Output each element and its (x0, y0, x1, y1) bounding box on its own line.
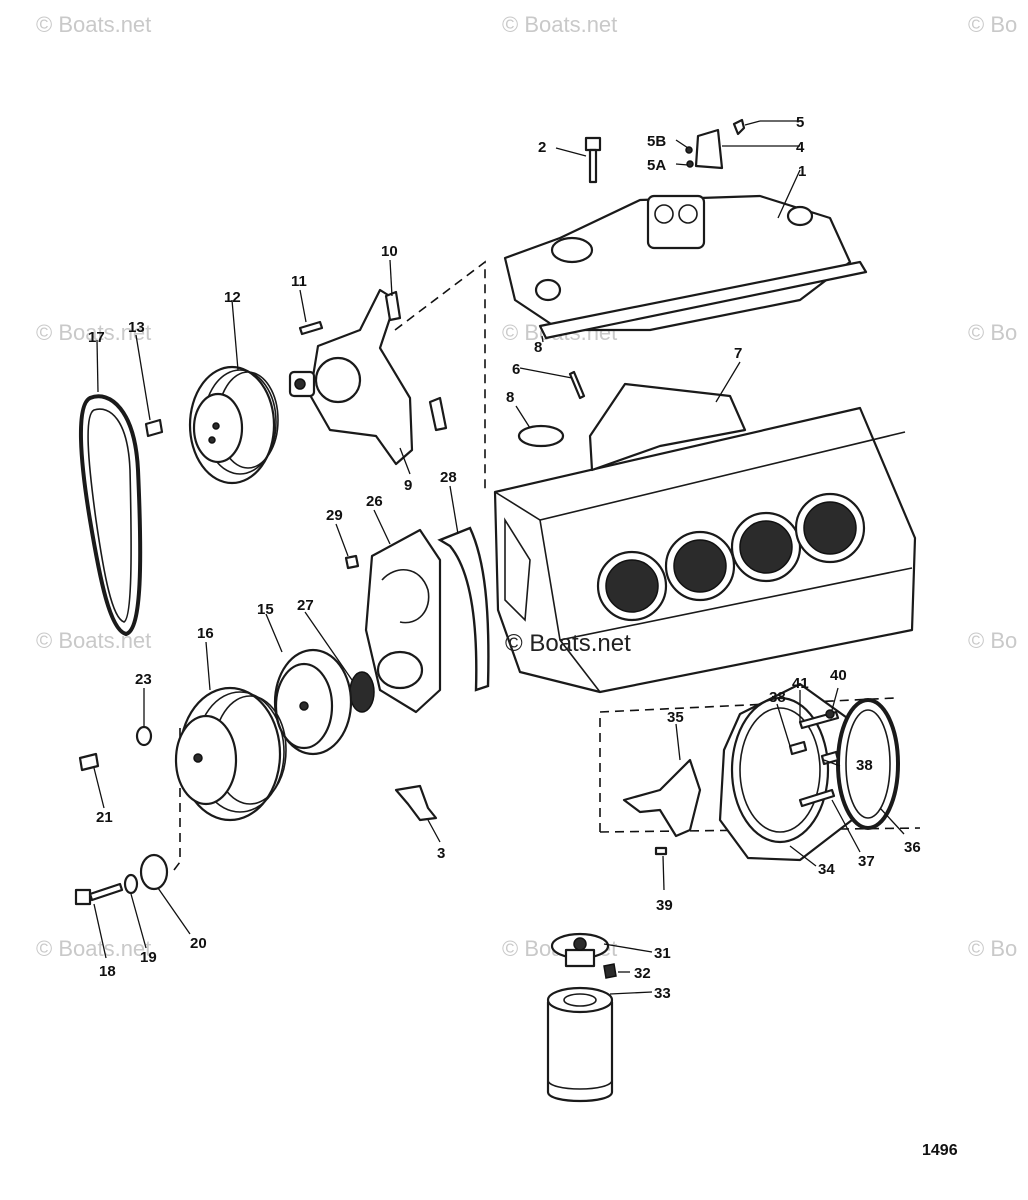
callout-38: 38 (856, 757, 873, 774)
seal (349, 671, 375, 713)
bolt (78, 752, 100, 772)
callout-13: 13 (128, 319, 145, 336)
callout-20: 20 (190, 935, 207, 952)
bolt (584, 136, 602, 184)
callout-15: 15 (257, 601, 274, 618)
callout-29: 29 (326, 507, 343, 524)
bracket (694, 128, 724, 170)
screw (798, 788, 836, 808)
watermark: © Bo (968, 936, 1018, 961)
pulley (188, 365, 279, 485)
gasket (428, 396, 448, 432)
intake-manifold (503, 194, 868, 340)
bolt (144, 418, 164, 438)
pin (654, 846, 668, 856)
rear-seal-inner (845, 709, 891, 819)
callout-7: 7 (734, 345, 742, 362)
engine-block (493, 406, 917, 694)
watermark: © Bo (968, 12, 1018, 37)
callout-10: 10 (381, 243, 398, 260)
damper (273, 648, 353, 756)
assembly-dash-line (173, 728, 181, 871)
watermark: © Boats.net (36, 12, 152, 37)
oil-filter-adapter (550, 932, 610, 968)
callout-36: 36 (904, 839, 921, 856)
callout-26: 26 (366, 493, 383, 510)
callout-34: 34 (818, 861, 835, 878)
bolt (298, 320, 324, 336)
watermark: © Boats.net (36, 320, 152, 345)
callout-23: 23 (135, 671, 152, 688)
assembly-dash-line (394, 260, 486, 492)
callout-6: 6 (512, 361, 520, 378)
water-pump (288, 288, 414, 466)
callout-35: 35 (667, 709, 684, 726)
callout-37: 37 (858, 853, 875, 870)
drive-belt (79, 394, 143, 636)
callout-41: 41 (792, 675, 809, 692)
bolt (74, 882, 124, 906)
washer (123, 873, 139, 895)
callout-8: 8 (534, 339, 542, 356)
stud (568, 370, 586, 400)
callout-17: 17 (88, 329, 105, 346)
callout-12: 12 (224, 289, 241, 306)
watermark: © Bo (968, 628, 1018, 653)
screw (788, 740, 808, 756)
callout-32: 32 (634, 965, 651, 982)
valley-cover (588, 382, 747, 472)
washer (135, 725, 153, 747)
callout-11: 11 (291, 273, 307, 290)
leader-lines (93, 120, 905, 995)
callout-4: 4 (796, 139, 805, 156)
callout-21: 21 (96, 809, 113, 826)
figure-number: 1496 (922, 1142, 958, 1159)
callout-2: 2 (538, 139, 546, 156)
cover-gasket (437, 526, 490, 692)
plate (139, 853, 169, 891)
washer (686, 160, 694, 168)
gasket (384, 290, 402, 322)
callout-27: 27 (297, 597, 314, 614)
timing-cover (364, 528, 442, 714)
callout-33: 33 (654, 985, 671, 1002)
callout-31: 31 (654, 945, 671, 962)
callout-5a: 5A (647, 157, 666, 174)
callout-5b: 5B (647, 133, 666, 150)
watermark: © Boats.net (36, 628, 152, 653)
screw (732, 118, 746, 136)
bracket (394, 784, 438, 822)
nut (825, 709, 835, 719)
assembly-dash-line (599, 827, 921, 833)
crank-pulley (174, 686, 287, 822)
drive-belt-inner (87, 408, 132, 623)
o-ring (517, 424, 565, 448)
rear-seal (836, 698, 900, 830)
callout-38: 38 (769, 689, 786, 706)
callout-3: 3 (437, 845, 445, 862)
callout-8: 8 (506, 389, 514, 406)
callout-5: 5 (796, 114, 804, 131)
watermark: © Boats.net (502, 12, 618, 37)
watermark-center: © Boats.net (505, 630, 631, 657)
washer (685, 146, 693, 154)
callout-labels: 1 2 3 4 5 5A 5B 6 7 8 8 9 10 11 12 13 15… (88, 114, 921, 1002)
callout-16: 16 (197, 625, 214, 642)
watermark: © Bo (968, 320, 1018, 345)
retainer-gasket (622, 758, 702, 838)
plug (603, 963, 617, 979)
callout-18: 18 (99, 963, 116, 980)
callout-40: 40 (830, 667, 847, 684)
callout-28: 28 (440, 469, 457, 486)
callout-19: 19 (140, 949, 157, 966)
watermark: © Boats.net (36, 936, 152, 961)
bolt (344, 554, 360, 570)
callout-1: 1 (798, 163, 806, 180)
callout-9: 9 (404, 477, 412, 494)
oil-filter (546, 986, 614, 1103)
callout-39: 39 (656, 897, 673, 914)
